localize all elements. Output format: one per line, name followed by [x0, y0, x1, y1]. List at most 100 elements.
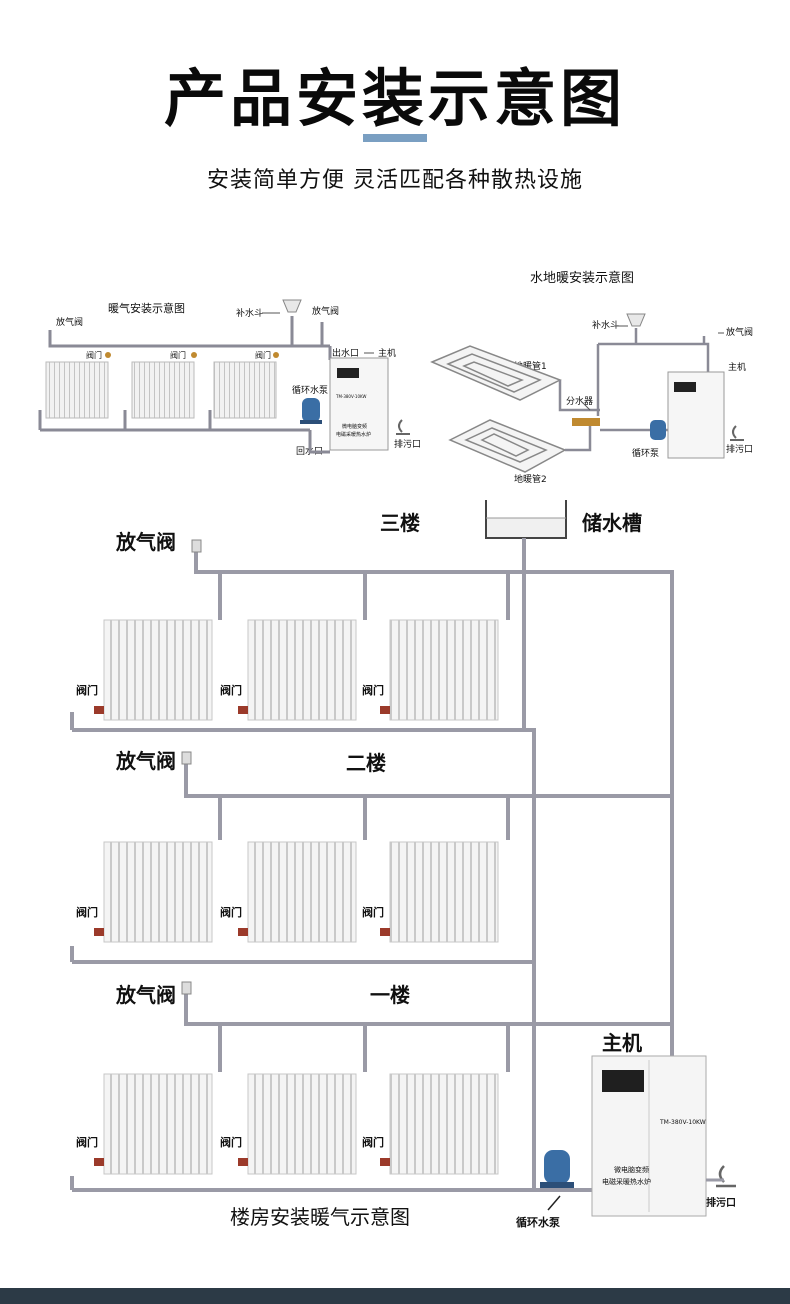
- vent-valve-label: 放气阀: [726, 326, 753, 338]
- valve-label: 阀门: [220, 683, 242, 697]
- tank-label: 储水槽: [582, 511, 642, 535]
- manifold-label: 分水器: [566, 395, 593, 407]
- vent-valve-label: 放气阀: [115, 749, 176, 773]
- outlet-label: 出水口: [332, 347, 359, 359]
- valve-icon: [94, 1158, 104, 1166]
- main-unit-label: 主机: [602, 1031, 642, 1055]
- main-unit-label: 主机: [378, 347, 396, 359]
- boiler-unit: TM-380V-10KW 微电脑变频 电磁采暖热水炉: [591, 1055, 707, 1217]
- radiator-diagram: 暖气安装示意图 放气阀 补水斗 放气阀 出水口 主机 循环水泵 回水口 排污口 …: [38, 299, 421, 457]
- page-subtitle: 安装简单方便 灵活匹配各种散热设施: [207, 168, 583, 193]
- valve-icons-floor-1: [94, 1158, 390, 1166]
- boiler-unit: [667, 371, 725, 459]
- drain-label: 排污口: [726, 443, 753, 455]
- floor-pipe-2-label: 地暖管2: [514, 473, 547, 485]
- unit-model: TM-380V-10KW: [659, 1119, 706, 1126]
- valve-icon: [94, 706, 104, 714]
- vent-valve-icon: [181, 981, 192, 995]
- valve-label: 阀门: [220, 1135, 242, 1149]
- valve-label: 阀门: [255, 350, 271, 360]
- pump-label: 循环泵: [632, 447, 659, 459]
- unit-text: 微电脑变频: [342, 423, 367, 430]
- makeup-funnel-label: 补水斗: [592, 319, 619, 331]
- valve-label: 阀门: [170, 350, 186, 360]
- radiator: [389, 1073, 499, 1175]
- radiator: [247, 1073, 357, 1175]
- unit-model: TM-380V-10KW: [335, 394, 366, 399]
- drain-icon: [396, 419, 410, 435]
- valve-label: 阀门: [76, 1135, 98, 1149]
- valve-icon: [238, 706, 248, 714]
- vent-valve-label: 放气阀: [56, 316, 83, 328]
- radiator: [103, 1073, 213, 1175]
- radiator: [45, 361, 109, 419]
- valve-icon: [380, 928, 390, 936]
- drain-label: 排污口: [706, 1196, 736, 1209]
- main-unit-label: 主机: [728, 361, 746, 373]
- valve-label: 阀门: [362, 683, 384, 697]
- building-diagram-caption: 楼房安装暖气示意图: [230, 1205, 410, 1229]
- pump-icon: [650, 420, 666, 440]
- manifold-icon: [572, 418, 600, 426]
- floor-coil-2: [448, 419, 567, 473]
- valve-label: 阀门: [362, 905, 384, 919]
- floor-label-1: 一楼: [370, 983, 410, 1007]
- valve-icon: [380, 706, 390, 714]
- drain-icon: [716, 1165, 736, 1188]
- vent-valve-icon: [191, 539, 202, 553]
- valve-label: 阀门: [76, 905, 98, 919]
- valve-label: 阀门: [86, 350, 102, 360]
- valve-icon: [238, 928, 248, 936]
- valve-icon: [94, 928, 104, 936]
- radiator: [389, 841, 499, 943]
- radiator-diagram-title: 暖气安装示意图: [108, 301, 185, 315]
- pump-label: 循环水泵: [292, 384, 328, 396]
- pump-label: 循环水泵: [516, 1215, 560, 1229]
- valve-label: 阀门: [220, 905, 242, 919]
- radiator: [247, 619, 357, 721]
- floor-diagram-title: 水地暖安装示意图: [530, 270, 634, 286]
- pipe-network: [38, 316, 332, 454]
- drain-label: 排污口: [394, 438, 421, 450]
- unit-text: 微电脑变频: [614, 1165, 649, 1174]
- funnel-icon: [282, 299, 302, 313]
- valve-icon: [191, 352, 197, 358]
- funnel-icon: [626, 313, 646, 327]
- valve-icon: [273, 352, 279, 358]
- unit-text: 电磁采暖热水炉: [336, 431, 371, 438]
- valve-icons-floor-3: [94, 706, 390, 714]
- floor-label-2: 二楼: [346, 751, 386, 775]
- vent-valve-icon: [181, 751, 192, 765]
- valve-icons-floor-2: [94, 928, 390, 936]
- vent-valve-label: 放气阀: [115, 983, 176, 1007]
- building-diagram: 三楼 储水槽 放气阀 二楼 放气阀 一楼 放气阀 主机 循环水泵 排污口 楼房安…: [70, 500, 736, 1229]
- pump-icon: [540, 1150, 574, 1188]
- title-underline: [363, 134, 427, 142]
- radiator: [103, 841, 213, 943]
- vent-valve-label: 放气阀: [115, 530, 176, 554]
- pipe-network: [70, 538, 674, 1192]
- floor-heating-diagram: 水地暖安装示意图 补水斗 放气阀 地暖管1 分水器 主机 循环泵 排污口 地暖管…: [430, 270, 753, 485]
- boiler-unit: 微电脑变频 电磁采暖热水炉 TM-380V-10KW: [329, 357, 389, 451]
- radiator: [213, 361, 277, 419]
- radiator: [131, 361, 195, 419]
- unit-text: 电磁采暖热水炉: [602, 1177, 651, 1186]
- valve-icon: [105, 352, 111, 358]
- page-title: 产品安装示意图: [163, 62, 626, 135]
- floor-label-3: 三楼: [380, 511, 420, 535]
- valve-label: 阀门: [76, 683, 98, 697]
- radiator: [103, 619, 213, 721]
- pipe-network: [558, 328, 710, 452]
- footer-bar: [0, 1288, 790, 1304]
- floor-coil-1: [430, 345, 562, 401]
- makeup-funnel-label: 补水斗: [236, 307, 263, 319]
- pump-icon: [300, 398, 322, 424]
- radiator: [247, 841, 357, 943]
- water-tank: [485, 500, 567, 539]
- drain-icon: [730, 425, 744, 441]
- valve-icon: [238, 1158, 248, 1166]
- vent-valve-right-label: 放气阀: [312, 305, 339, 317]
- valve-label: 阀门: [362, 1135, 384, 1149]
- radiator: [389, 619, 499, 721]
